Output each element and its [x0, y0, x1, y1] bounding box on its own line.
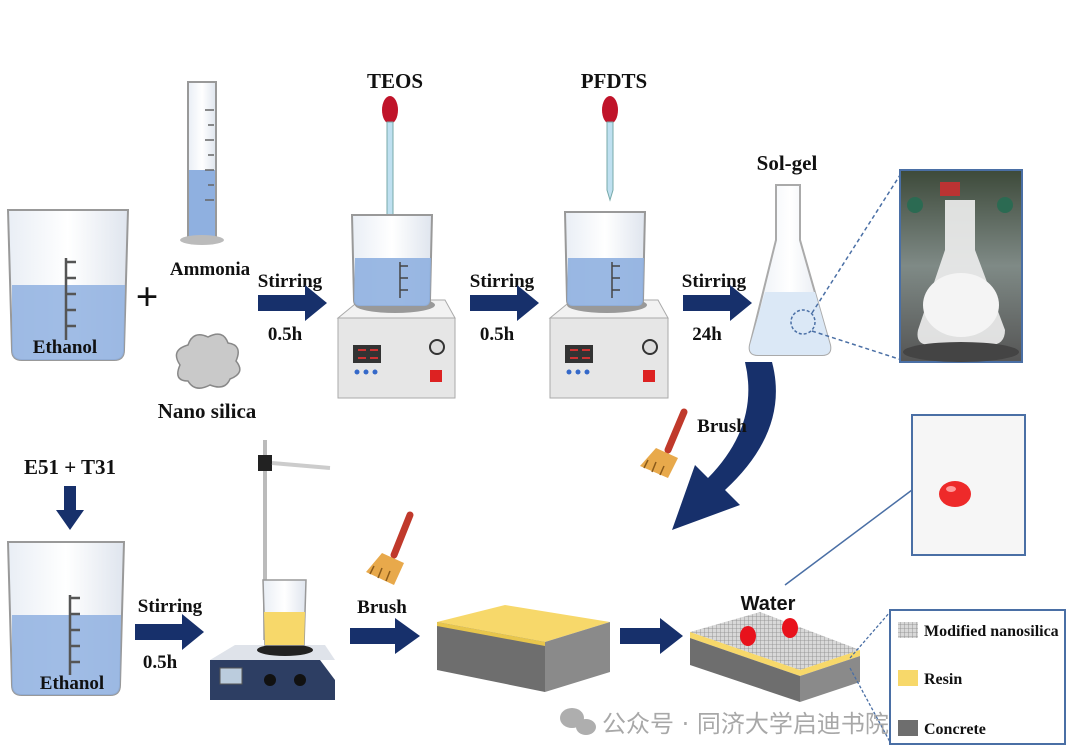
stirring-arrow-2: Stirring 0.5h — [470, 271, 539, 345]
magnetic-stirrer-pfdts: PFDTS — [548, 69, 669, 399]
teos-label: TEOS — [367, 69, 423, 93]
svg-text:Stirring: Stirring — [682, 271, 747, 292]
arrow-to-resin — [350, 618, 420, 654]
ammonia-label: Ammonia — [170, 259, 251, 280]
svg-text:0.5h: 0.5h — [143, 652, 178, 673]
brush-icon-bottom — [366, 511, 414, 585]
stirring-arrow-1: Stirring 0.5h — [258, 271, 327, 345]
sol-gel-photo — [899, 169, 1023, 363]
ethanol-label-bottom: Ethanol — [40, 673, 104, 694]
watermark: 公众号 · 同济大学启迪书院 — [560, 708, 889, 738]
legend-label-resin: Resin — [924, 671, 962, 688]
stirrer-with-stand — [210, 440, 335, 700]
magnetic-stirrer-teos: TEOS — [336, 69, 456, 399]
water-label: Water — [741, 593, 796, 615]
svg-text:0.5h: 0.5h — [480, 324, 515, 345]
svg-text:24h: 24h — [692, 324, 722, 345]
brush-icon — [640, 408, 688, 478]
display-screen — [565, 345, 593, 363]
brush-label-bottom: Brush — [357, 597, 407, 618]
ethanol-label: Ethanol — [33, 337, 97, 358]
erlenmeyer-flask-sol-gel: Sol-gel — [748, 151, 903, 361]
down-arrow — [56, 486, 84, 530]
legend-swatch-nanosilica — [898, 622, 918, 638]
graduated-cylinder-icon: Ammonia — [170, 81, 251, 280]
arrow-to-final — [620, 618, 683, 654]
svg-text:Stirring: Stirring — [138, 596, 203, 617]
watermark-text: 公众号 · 同济大学启迪书院 — [602, 710, 889, 738]
stirring-arrow-3: Stirring 24h — [682, 271, 752, 345]
legend-label-concrete: Concrete — [924, 721, 986, 738]
legend-swatch-resin — [898, 670, 918, 686]
nano-silica-powder-icon: Nano silica — [158, 333, 257, 423]
e51-t31-label: E51 + T31 — [24, 455, 116, 479]
pfdts-label: PFDTS — [581, 69, 648, 93]
water-drop-photo — [784, 414, 1026, 586]
svg-text:Stirring: Stirring — [470, 271, 535, 292]
nano-silica-label: Nano silica — [158, 399, 257, 423]
legend: Modified nanosilica Resin Concrete — [889, 609, 1066, 745]
plus-sign: + — [136, 274, 159, 319]
svg-text:0.5h: 0.5h — [268, 324, 303, 345]
resin-coated-concrete — [437, 605, 610, 692]
curved-arrow-down — [672, 362, 776, 530]
display-screen — [353, 345, 381, 363]
brush-label-top: Brush — [697, 416, 747, 437]
ethanol-beaker-bottom: Ethanol — [6, 541, 126, 696]
stirring-arrow-4: Stirring 0.5h — [135, 596, 204, 673]
legend-label-nanosilica: Modified nanosilica — [924, 623, 1059, 640]
superhydrophobic-concrete: Water — [690, 593, 891, 743]
legend-swatch-concrete — [898, 720, 918, 736]
wechat-icon — [560, 708, 596, 735]
sol-gel-label: Sol-gel — [757, 151, 818, 175]
ethanol-beaker-top: Ethanol — [6, 209, 130, 361]
svg-text:Stirring: Stirring — [258, 271, 323, 292]
